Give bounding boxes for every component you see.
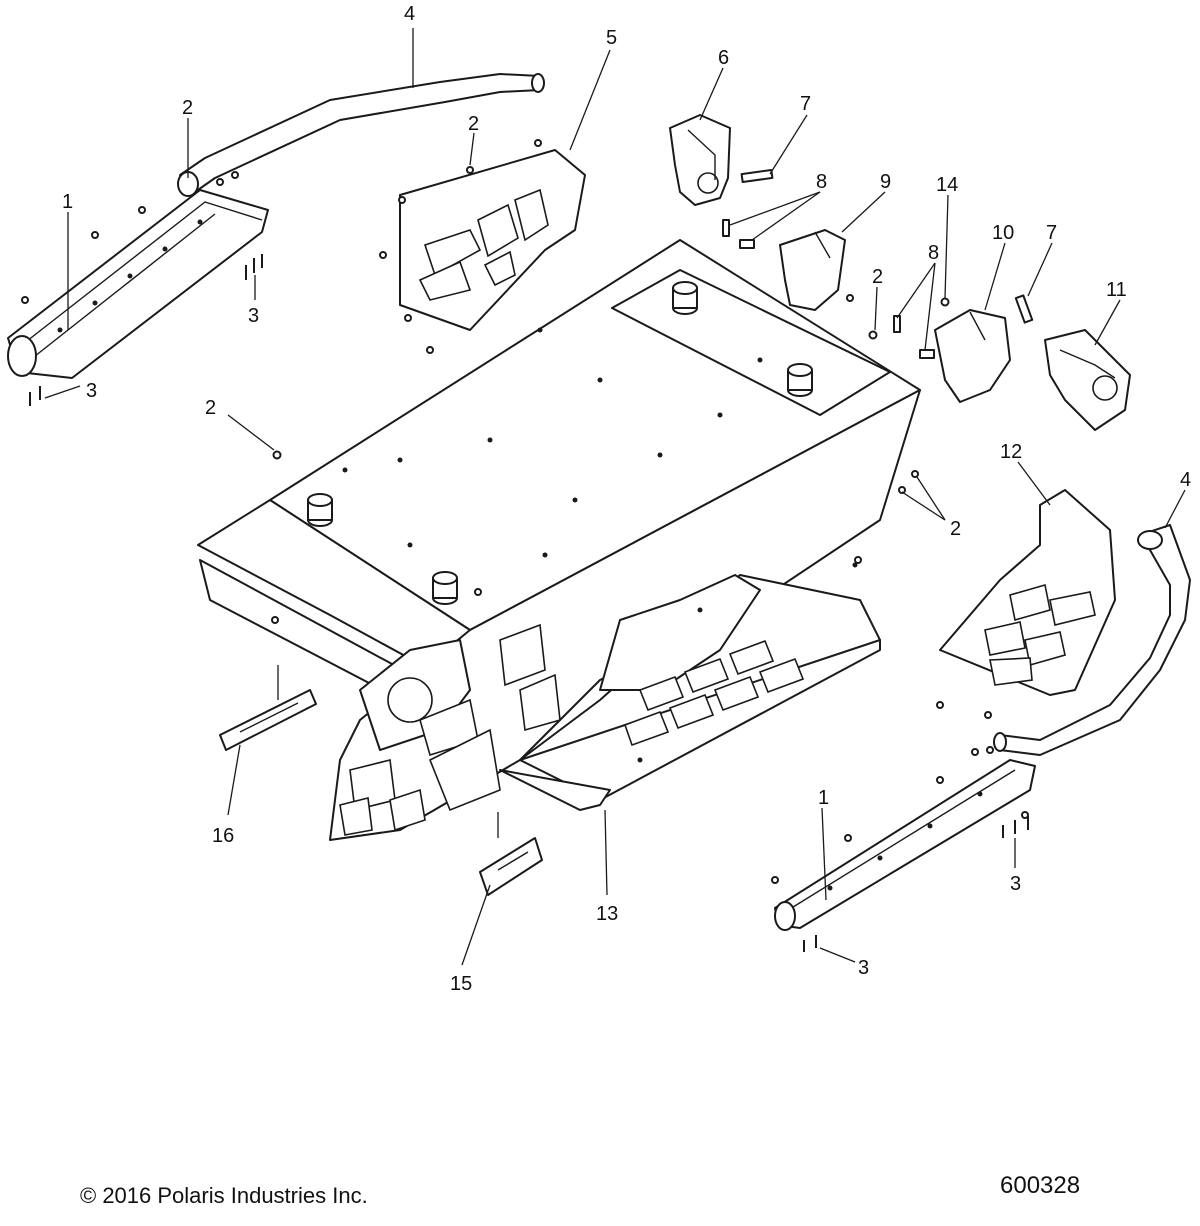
callout-2: 2 bbox=[468, 113, 479, 135]
part-13-tunnel bbox=[197, 239, 921, 841]
callout-2: 2 bbox=[872, 266, 883, 288]
callout-16: 16 bbox=[212, 825, 234, 847]
callout-8: 8 bbox=[816, 171, 827, 193]
part-8-pins bbox=[722, 219, 935, 359]
callout-11: 11 bbox=[1106, 279, 1127, 301]
callout-2: 2 bbox=[182, 97, 193, 119]
misc-fasteners bbox=[271, 139, 992, 719]
callout-12: 12 bbox=[1000, 441, 1022, 463]
part-9-shield bbox=[779, 229, 846, 311]
part-4-right-tube bbox=[993, 524, 1191, 756]
callout-3: 3 bbox=[248, 305, 259, 327]
part-14-fastener bbox=[940, 297, 950, 307]
fasteners-right-rail bbox=[771, 746, 1029, 952]
part-1-left-rail bbox=[7, 189, 269, 379]
part-4-upper-tube bbox=[177, 73, 545, 197]
copyright-notice: © 2016 Polaris Industries Inc. bbox=[80, 1183, 368, 1208]
callout-1: 1 bbox=[818, 787, 829, 809]
leader-lines bbox=[44, 28, 1186, 966]
callout-labels: 1 2 3 3 4 5 2 6 7 8 9 14 10 7 2 8 11 2 1… bbox=[62, 3, 1191, 995]
callout-7: 7 bbox=[800, 93, 811, 115]
callout-1: 1 bbox=[62, 191, 73, 213]
callout-4: 4 bbox=[404, 3, 415, 25]
part-6-mount-bracket bbox=[669, 114, 731, 206]
callout-9: 9 bbox=[880, 171, 891, 193]
callout-14: 14 bbox=[936, 174, 958, 196]
part-11-bracket bbox=[1044, 329, 1131, 431]
callout-10: 10 bbox=[992, 222, 1014, 244]
callout-3: 3 bbox=[86, 380, 97, 402]
callout-3: 3 bbox=[858, 957, 869, 979]
part-15-bracket bbox=[479, 837, 543, 896]
callout-2: 2 bbox=[205, 397, 216, 419]
callout-8: 8 bbox=[928, 242, 939, 264]
callout-4: 4 bbox=[1180, 469, 1191, 491]
diagram-number: 600328 bbox=[1000, 1172, 1081, 1199]
fasteners-left-rail bbox=[21, 171, 263, 406]
callout-13: 13 bbox=[596, 903, 618, 925]
callout-5: 5 bbox=[606, 27, 617, 49]
callout-2: 2 bbox=[950, 518, 961, 540]
callout-7: 7 bbox=[1046, 222, 1057, 244]
callout-6: 6 bbox=[718, 47, 729, 69]
part-12-right-footrest bbox=[939, 489, 1116, 696]
part-10-shield bbox=[934, 309, 1011, 403]
callout-3: 3 bbox=[1010, 873, 1021, 895]
callout-15: 15 bbox=[450, 973, 472, 995]
part-16-bracket bbox=[219, 689, 317, 751]
part-1-right-rail bbox=[774, 759, 1036, 931]
part-7-bolts bbox=[740, 168, 1034, 324]
part-5-left-footrest bbox=[399, 149, 586, 331]
